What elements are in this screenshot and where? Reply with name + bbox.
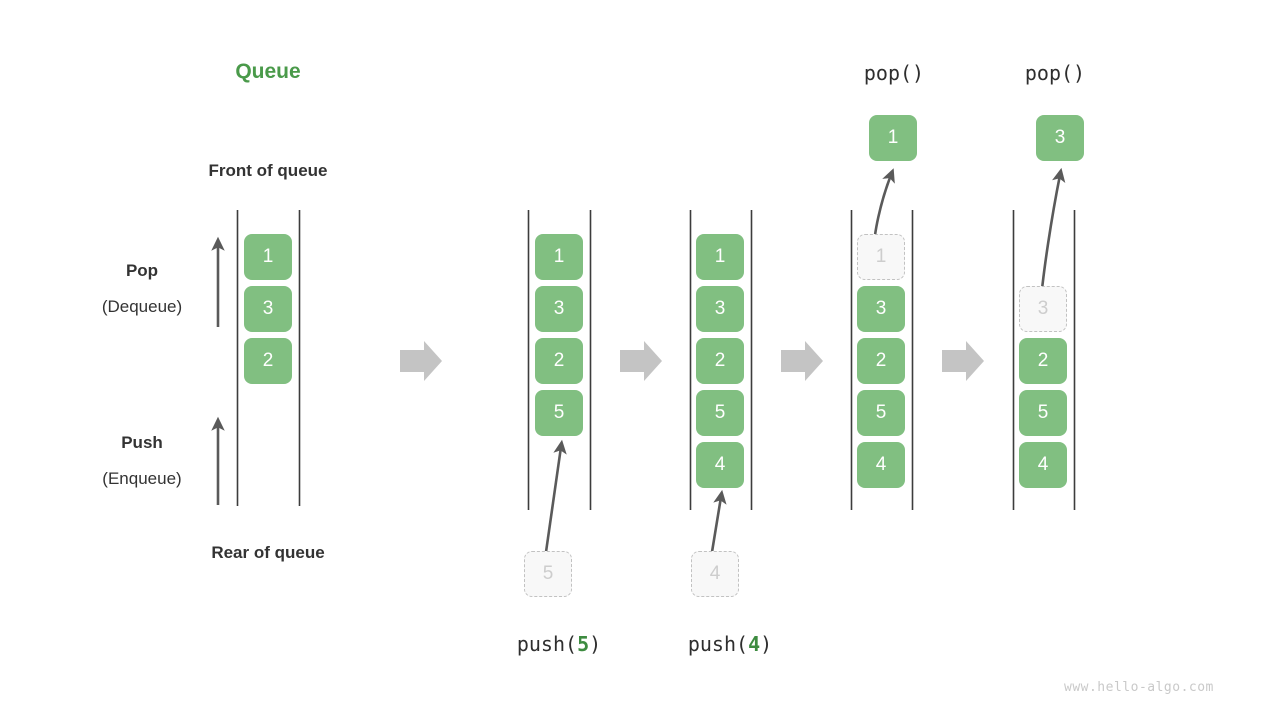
queue-cell: 2: [244, 338, 292, 384]
push4-fn: push(: [687, 632, 749, 656]
pop3-caption: pop(): [1024, 61, 1086, 85]
step-arrow-2: [620, 341, 662, 381]
step-arrow-4: [942, 341, 984, 381]
push5-caption: push(5): [484, 632, 634, 656]
queue-cell: 2: [1019, 338, 1067, 384]
pop-label: Pop: [125, 261, 159, 280]
queue-cell: 3: [857, 286, 905, 332]
popped-element: 3: [1036, 115, 1084, 161]
queue-cell: 4: [696, 442, 744, 488]
dequeue-label: (Dequeue): [101, 297, 183, 316]
push4-incoming-arrow: [710, 489, 727, 553]
queue-cell-ghost: 3: [1019, 286, 1067, 332]
queue-cell-ghost: 1: [857, 234, 905, 280]
rear-of-queue-label: Rear of queue: [211, 543, 325, 562]
popped-element: 1: [869, 115, 917, 161]
push5-close: ): [589, 632, 602, 656]
queue-cell: 3: [696, 286, 744, 332]
push5-arg: 5: [577, 632, 590, 656]
page-title: Queue: [235, 60, 301, 83]
queue-cell: 5: [1019, 390, 1067, 436]
queue-cell: 1: [244, 234, 292, 280]
queue-cell: 5: [696, 390, 744, 436]
queue-cell: 4: [857, 442, 905, 488]
push4-caption: push(4): [655, 632, 805, 656]
queue-cell: 2: [857, 338, 905, 384]
push5-fn: push(: [516, 632, 578, 656]
push5-incoming-arrow: [544, 439, 567, 553]
push4-close: ): [760, 632, 773, 656]
queue-cell: 1: [696, 234, 744, 280]
queue-cell: 5: [857, 390, 905, 436]
incoming-element: 5: [524, 551, 572, 597]
queue-cell: 2: [535, 338, 583, 384]
queue-cell: 5: [535, 390, 583, 436]
step-arrow-3: [781, 341, 823, 381]
push4-arg: 4: [748, 632, 761, 656]
queue-cell: 4: [1019, 442, 1067, 488]
watermark: www.hello-algo.com: [1064, 680, 1214, 695]
queue-cell: 3: [244, 286, 292, 332]
pop1-caption: pop(): [863, 61, 925, 85]
enqueue-label: (Enqueue): [102, 469, 182, 488]
queue-cell: 2: [696, 338, 744, 384]
step-arrow-1: [400, 341, 442, 381]
push-label: Push: [121, 433, 163, 452]
queue-cell: 1: [535, 234, 583, 280]
incoming-element: 4: [691, 551, 739, 597]
queue-cell: 3: [535, 286, 583, 332]
front-of-queue-label: Front of queue: [208, 161, 328, 180]
